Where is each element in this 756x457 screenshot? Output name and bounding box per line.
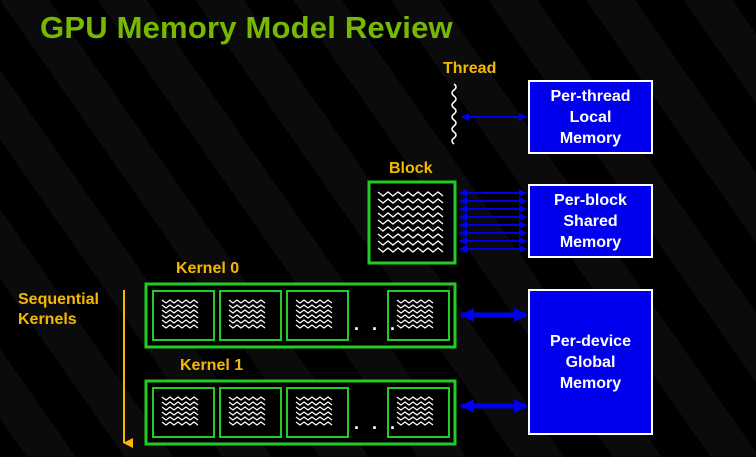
sequential-label-line-1: Sequential xyxy=(18,291,99,308)
global-memory-line-2: Global xyxy=(565,353,616,371)
kernel-0-label: Kernel 0 xyxy=(176,260,240,277)
shared-memory-line-3: Memory xyxy=(559,233,622,251)
block-label: Block xyxy=(389,160,433,177)
slide-title: GPU Memory Model Review xyxy=(40,10,453,45)
block-shared-arrows xyxy=(459,189,527,253)
sequential-kernels-label: Sequential Kernels xyxy=(18,290,99,330)
per-device-global-memory: Per-device Global Memory xyxy=(528,289,653,435)
thread-label: Thread xyxy=(443,60,497,77)
local-memory-line-3: Memory xyxy=(559,129,622,147)
sequential-label-line-2: Kernels xyxy=(18,311,77,328)
block-container xyxy=(367,180,457,265)
kernel-1-label: Kernel 1 xyxy=(180,357,244,374)
local-memory-line-2: Local xyxy=(569,108,612,126)
thread-icon xyxy=(451,83,457,145)
kernel-1-ellipsis: . . . xyxy=(354,413,400,433)
shared-memory-line-2: Shared xyxy=(563,212,618,230)
shared-memory-line-1: Per-block xyxy=(554,191,627,209)
global-memory-line-3: Memory xyxy=(559,374,622,392)
kernel-0-ellipsis: . . . xyxy=(354,314,400,334)
local-memory-line-1: Per-thread xyxy=(550,87,631,105)
kernel-0-container xyxy=(144,282,457,349)
global-memory-line-1: Per-device xyxy=(550,332,631,350)
kernel-1-container xyxy=(144,379,457,446)
per-block-shared-memory: Per-block Shared Memory xyxy=(528,184,653,258)
per-thread-local-memory: Per-thread Local Memory xyxy=(528,80,653,154)
